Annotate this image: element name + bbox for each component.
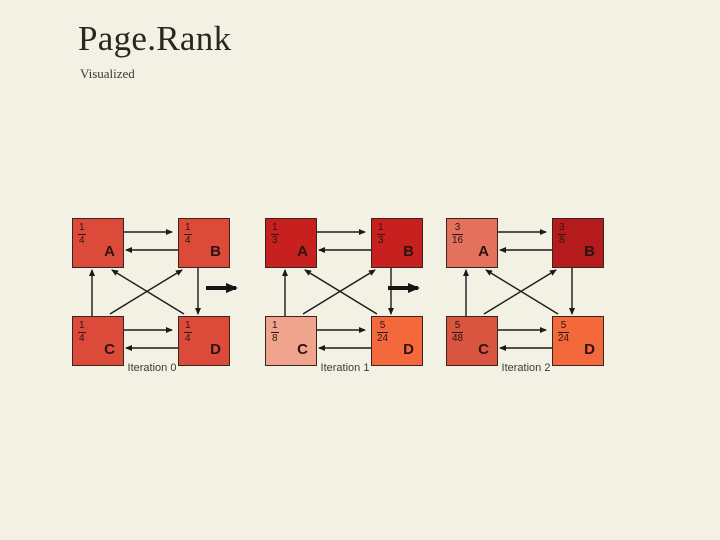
numerator: 1 (377, 222, 385, 235)
node-c-label: C (104, 341, 115, 358)
pagerank-diagram: 1 4 A 1 4 B 1 (60, 210, 660, 390)
numerator: 1 (184, 320, 192, 333)
node-a-label: A (478, 243, 489, 260)
node-c[interactable]: 1 8 C (265, 316, 317, 366)
node-d-value: 1 4 (184, 321, 192, 344)
node-d[interactable]: 1 4 D (178, 316, 230, 366)
node-b-value: 1 3 (377, 223, 385, 246)
node-c-value: 5 48 (452, 321, 464, 344)
page-title: Page.Rank (78, 19, 232, 58)
node-c-value: 1 4 (78, 321, 86, 344)
node-b-label: B (403, 243, 414, 260)
numerator: 1 (271, 320, 279, 333)
node-b[interactable]: 1 3 B (371, 218, 423, 268)
node-c-label: C (478, 341, 489, 358)
node-b-value: 3 8 (558, 223, 566, 246)
node-b-value: 1 4 (184, 223, 192, 246)
denominator: 4 (185, 333, 191, 344)
denominator: 4 (79, 333, 85, 344)
denominator: 4 (185, 235, 191, 246)
numerator: 1 (78, 320, 86, 333)
numerator: 1 (184, 222, 192, 235)
denominator: 8 (272, 333, 278, 344)
node-b[interactable]: 1 4 B (178, 218, 230, 268)
slide-header: Page.Rank Visualized (78, 18, 231, 82)
numerator: 5 (377, 321, 389, 333)
denominator: 3 (378, 235, 384, 246)
node-a-value: 3 16 (452, 223, 464, 246)
node-b-label: B (210, 243, 221, 260)
node-a-value: 1 4 (78, 223, 86, 246)
numerator: 3 (558, 222, 566, 235)
node-d-value: 5 24 (377, 321, 389, 344)
numerator: 1 (78, 222, 86, 235)
node-d[interactable]: 5 24 D (552, 316, 604, 366)
node-b-label: B (584, 243, 595, 260)
numerator: 1 (271, 222, 279, 235)
denominator: 16 (452, 235, 464, 246)
panel-caption-0: Iteration 0 (127, 362, 177, 374)
node-c[interactable]: 5 48 C (446, 316, 498, 366)
node-a-value: 1 3 (271, 223, 279, 246)
numerator: 5 (452, 321, 464, 333)
node-b[interactable]: 3 8 B (552, 218, 604, 268)
node-a[interactable]: 3 16 A (446, 218, 498, 268)
page-subtitle: Visualized (80, 66, 135, 81)
panel-caption-1: Iteration 1 (320, 362, 370, 374)
panel-caption-2: Iteration 2 (501, 362, 551, 374)
denominator: 24 (377, 333, 389, 344)
iteration-panel-1: 1 3 A 1 3 B 1 (259, 210, 431, 390)
node-d-label: D (210, 341, 221, 358)
iteration-panel-0: 1 4 A 1 4 B 1 (66, 210, 238, 390)
denominator: 4 (79, 235, 85, 246)
node-d-label: D (584, 341, 595, 358)
graph-iteration-0: 1 4 A 1 4 B 1 (66, 218, 238, 366)
denominator: 3 (272, 235, 278, 246)
denominator: 8 (559, 235, 565, 246)
node-d[interactable]: 5 24 D (371, 316, 423, 366)
graph-iteration-1: 1 3 A 1 3 B 1 (259, 218, 431, 366)
node-a-label: A (297, 243, 308, 260)
node-a[interactable]: 1 3 A (265, 218, 317, 268)
iteration-panel-2: 3 16 A 3 8 B 5 (440, 210, 612, 390)
node-d-value: 5 24 (558, 321, 570, 344)
node-a[interactable]: 1 4 A (72, 218, 124, 268)
graph-iteration-2: 3 16 A 3 8 B 5 (440, 218, 612, 366)
numerator: 5 (558, 321, 570, 333)
node-c[interactable]: 1 4 C (72, 316, 124, 366)
numerator: 3 (452, 223, 464, 235)
node-d-label: D (403, 341, 414, 358)
denominator: 48 (452, 333, 464, 344)
node-c-label: C (297, 341, 308, 358)
denominator: 24 (558, 333, 570, 344)
node-c-value: 1 8 (271, 321, 279, 344)
node-a-label: A (104, 243, 115, 260)
